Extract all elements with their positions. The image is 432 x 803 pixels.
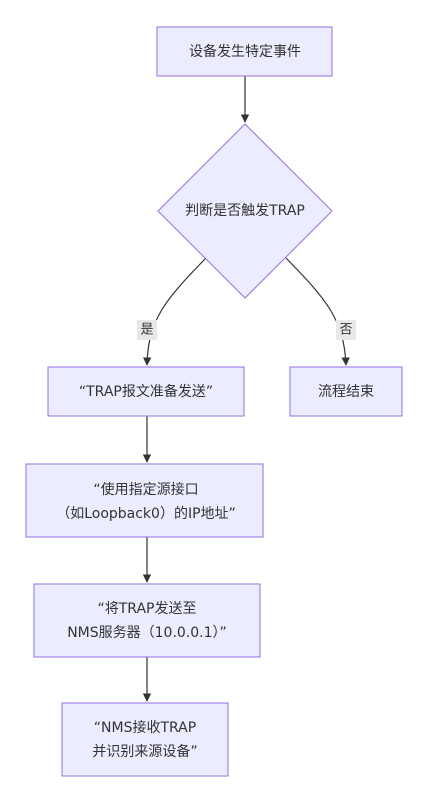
edge-label-yes-text: 是 [140, 323, 153, 338]
node-decision-trap-text: 判断是否触发TRAP [185, 203, 305, 219]
node-device-event-text: 设备发生特定事件 [189, 43, 301, 60]
edges [142, 76, 350, 702]
edge-decision-yes [142, 257, 207, 366]
node-send-nms: “将TRAP发送至 NMS服务器（10.0.0.1）” [33, 583, 261, 658]
node-device-event: 设备发生特定事件 [156, 26, 333, 77]
node-source-interface: “使用指定源接口 （如Loopback0）的IP地址” [25, 463, 264, 538]
node-nms-receive: “NMS接收TRAP 并识别来源设备” [61, 702, 229, 777]
node-nms-receive-line1: “NMS接收TRAP [94, 719, 196, 736]
node-send-nms-line1: “将TRAP发送至 [98, 601, 197, 617]
node-source-interface-line1: “使用指定源接口 [93, 481, 198, 498]
edge-decision-no [285, 257, 350, 366]
edge-label-no-text: 否 [339, 323, 352, 338]
node-source-interface-line2: （如Loopback0）的IP地址” [56, 506, 236, 522]
node-send-nms-line2: NMS服务器（10.0.0.1）” [67, 625, 227, 641]
node-trap-prepare-text: “TRAP报文准备发送” [79, 383, 213, 400]
node-nms-receive-line2: 并识别来源设备” [92, 743, 197, 760]
node-process-end-text: 流程结束 [318, 384, 374, 400]
edge-label-no: 否 [336, 320, 356, 340]
edge-label-yes: 是 [137, 320, 157, 340]
node-trap-prepare: “TRAP报文准备发送” [47, 366, 245, 417]
node-decision-trap: 判断是否触发TRAP [157, 123, 333, 299]
node-process-end: 流程结束 [289, 366, 403, 417]
